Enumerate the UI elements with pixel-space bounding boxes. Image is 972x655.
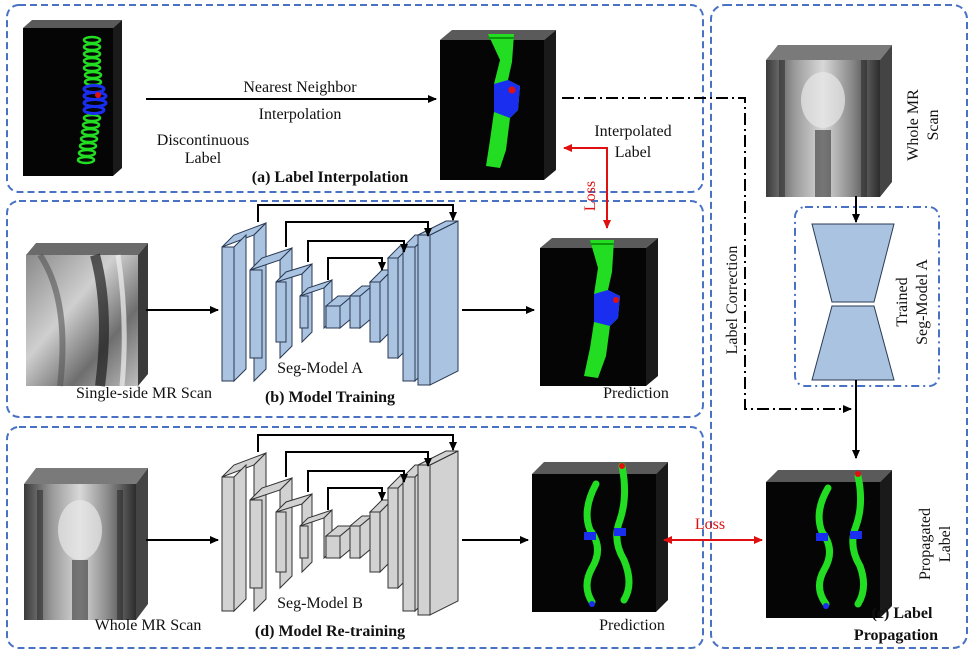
loss-label-bottom: Loss	[695, 516, 725, 533]
whole-mr-scan-top	[766, 45, 892, 197]
label-correction-text: Label Correction	[724, 246, 741, 355]
panel-b-caption: (b) Model Training	[265, 389, 395, 406]
prediction-volume-d	[532, 462, 668, 612]
discontinuous-label-line1: Discontinuous	[157, 132, 249, 149]
panel-a-caption: (a) Label Interpolation	[252, 169, 409, 186]
propagated-label-line1: Propagated	[917, 508, 934, 580]
panel-b-border	[6, 200, 704, 418]
seg-model-a	[221, 220, 459, 386]
whole-mr-scan	[24, 468, 148, 620]
single-side-mr-scan	[26, 243, 148, 387]
loss-label-top: Loss	[582, 181, 599, 211]
label-correction-path	[562, 97, 852, 413]
propagated-label-line2: Label	[937, 525, 954, 562]
whole-scan-top-line1: Whole MR	[905, 89, 922, 161]
trained-label-line2: Seg-Model A	[914, 259, 931, 345]
panel-c-border	[710, 4, 968, 649]
interpolated-label-volume	[440, 30, 556, 180]
panel-c-caption-line2: Propagation	[854, 627, 938, 644]
panel-d-border	[6, 426, 704, 649]
seg-model-a-label: Seg-Model A	[277, 360, 363, 377]
trained-model-box	[794, 206, 940, 387]
prediction-label-d: Prediction	[599, 617, 665, 634]
whole-scan-top-line2: Scan	[925, 109, 942, 140]
prediction-volume-b	[540, 238, 658, 386]
discontinuous-label-volume	[23, 20, 122, 176]
nn-label-line1: Nearest Neighbor	[243, 79, 357, 96]
seg-model-b	[221, 450, 459, 616]
loss-arrow-top	[563, 144, 611, 229]
nn-label-line2: Interpolation	[259, 106, 342, 123]
single-side-scan-label: Single-side MR Scan	[76, 385, 212, 402]
trained-label-line1: Trained	[894, 277, 911, 326]
panel-c-caption-line1: (c) Label	[872, 605, 933, 622]
skip-connections-b	[257, 434, 457, 510]
trained-seg-model-a	[811, 223, 895, 381]
seg-model-b-label: Seg-Model B	[277, 595, 363, 612]
interpolated-label-line2: Label	[615, 144, 652, 161]
propagated-label-volume	[766, 470, 892, 618]
discontinuous-label-line2: Label	[185, 150, 222, 167]
interpolated-label-line1: Interpolated	[594, 123, 671, 140]
whole-scan-label: Whole MR Scan	[95, 617, 202, 634]
prediction-label-b: Prediction	[603, 385, 669, 402]
skip-connections-a	[257, 204, 457, 280]
panel-d-caption: (d) Model Re-training	[255, 623, 405, 640]
